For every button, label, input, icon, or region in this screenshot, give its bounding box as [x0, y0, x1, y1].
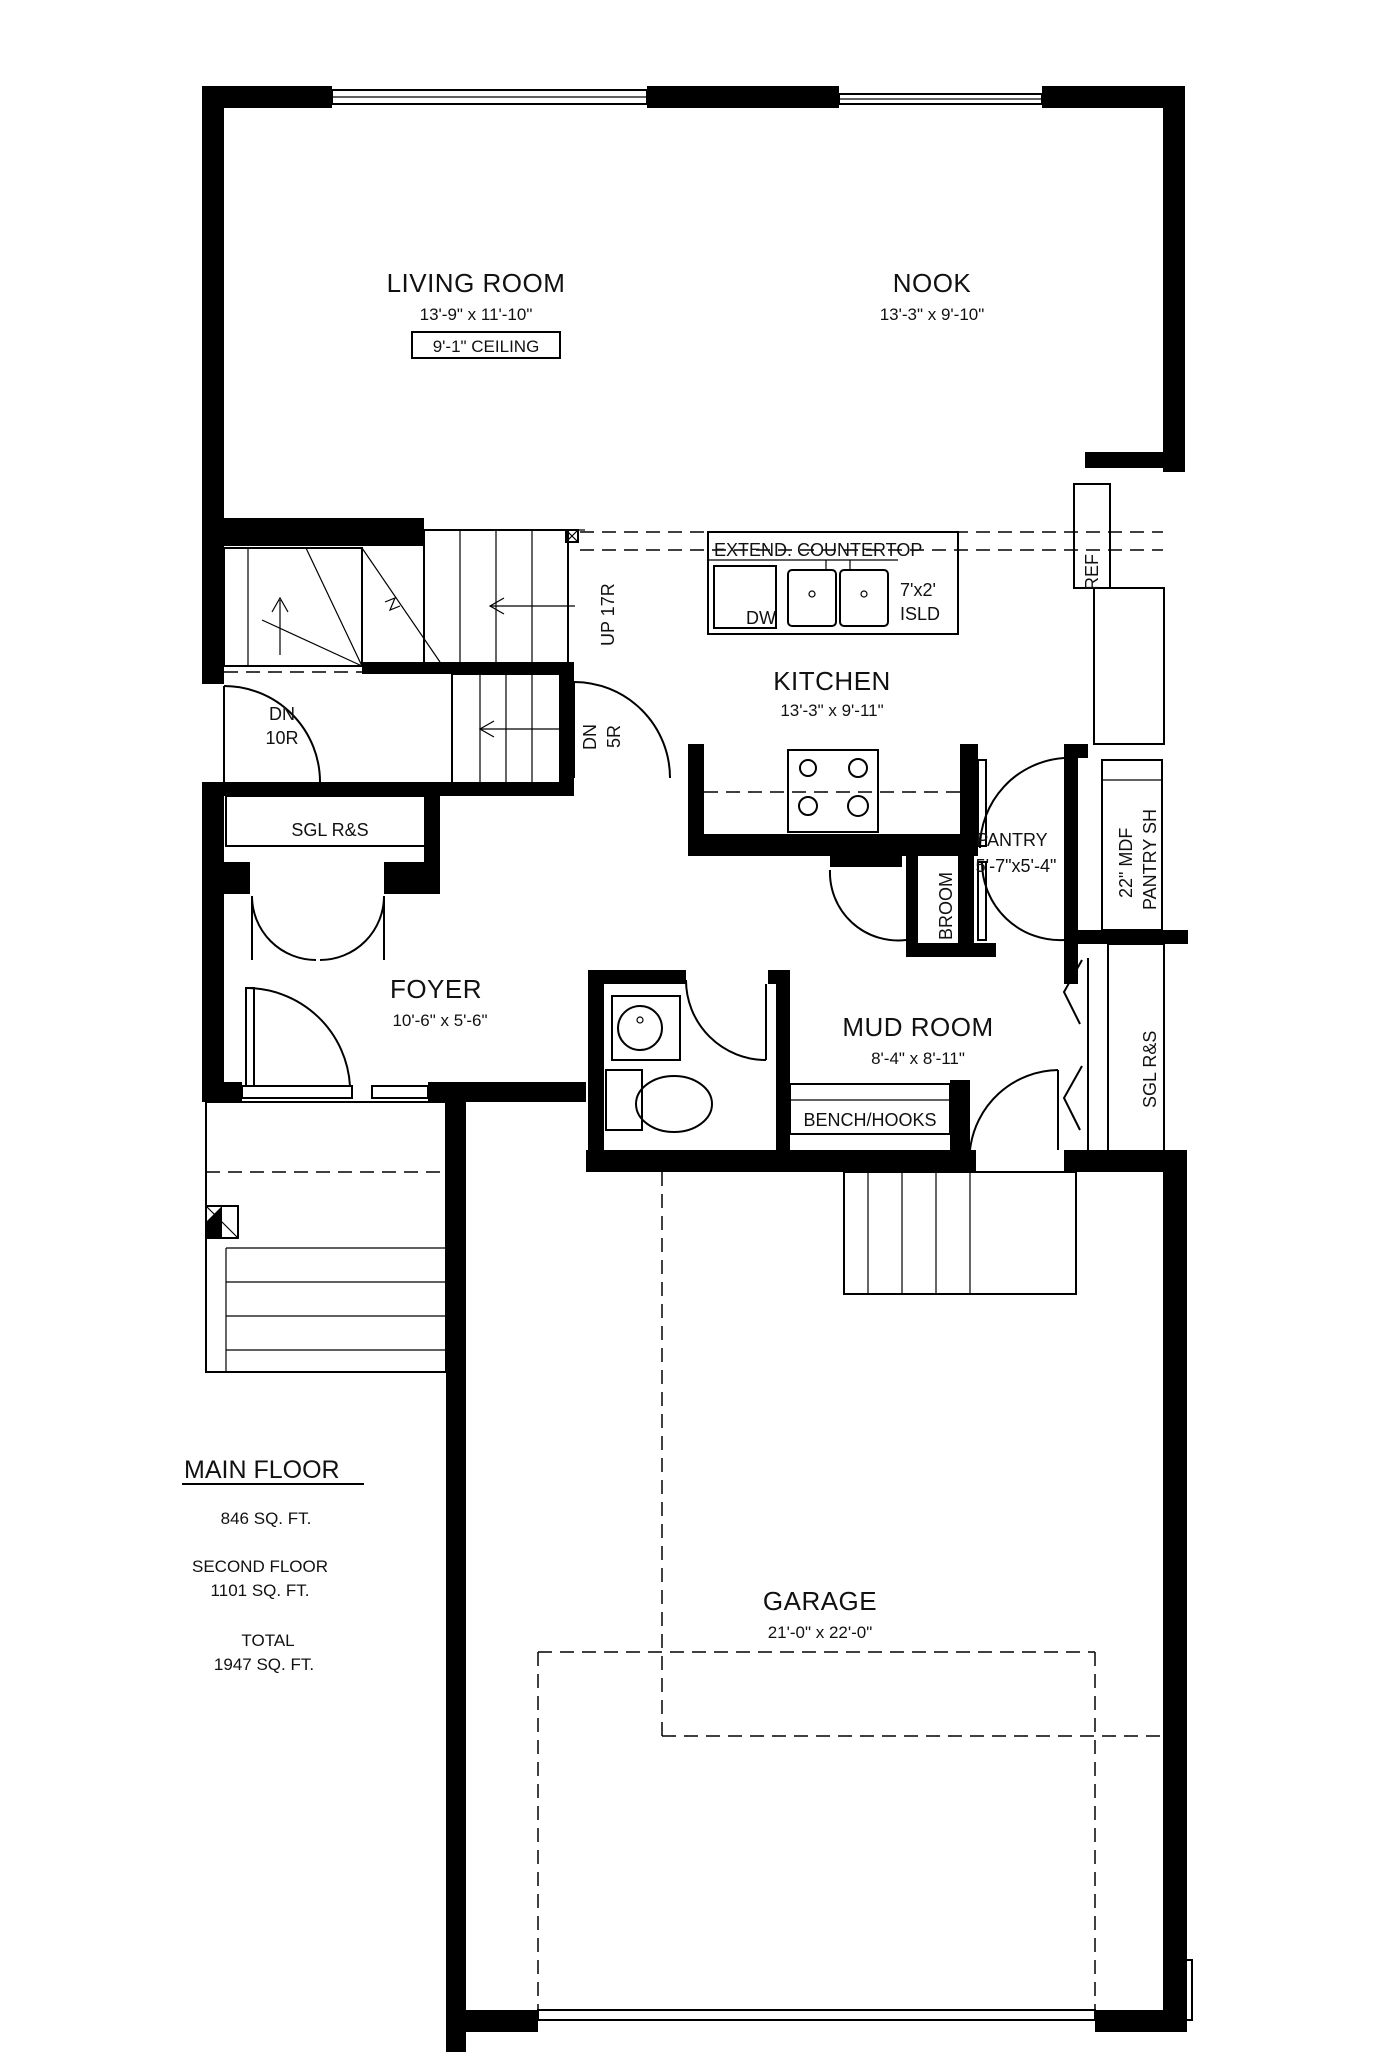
windows: [241, 89, 1043, 1099]
pantry-shelf-label-2: PANTRY SH: [1140, 809, 1160, 910]
mud-room-name: MUD ROOM: [842, 1012, 993, 1042]
foyer-size: 10'-6" x 5'-6": [392, 1011, 487, 1030]
pantry-size: 5'-7"x5'-4": [976, 856, 1057, 876]
stairs-down-2-label: DN: [580, 724, 600, 750]
interior-walls: [202, 518, 1188, 1172]
sgl-rs-foyer-label: SGL R&S: [291, 820, 368, 840]
broom-label: BROOM: [936, 872, 956, 940]
kitchen-size: 13'-3" x 9'-11": [780, 701, 883, 720]
total-area: 1947 SQ. FT.: [214, 1655, 314, 1674]
doors: [223, 681, 1193, 2021]
mud-room-size: 8'-4" x 8'-11": [871, 1049, 965, 1068]
garage-size: 21'-0" x 22'-0": [768, 1623, 873, 1642]
room-labels: LIVING ROOM 13'-9" x 11'-10" 9'-1" CEILI…: [387, 268, 1057, 1642]
second-floor-label: SECOND FLOOR: [192, 1557, 328, 1576]
fixture-labels: EXTEND. COUNTERTOP 7'x2' ISLD DW REF UP …: [265, 540, 1160, 1130]
second-floor-area: 1101 SQ. FT.: [211, 1581, 310, 1600]
stairs: [205, 529, 1077, 1373]
living-room-size: 13'-9" x 11'-10": [420, 305, 533, 324]
dishwasher-label: DW: [746, 608, 776, 628]
bench-hooks-label: BENCH/HOOKS: [803, 1110, 936, 1130]
nook-name: NOOK: [893, 268, 972, 298]
foyer-name: FOYER: [390, 974, 482, 1004]
summary-title: MAIN FLOOR: [184, 1456, 340, 1484]
living-room-name: LIVING ROOM: [387, 268, 566, 298]
garage-name: GARAGE: [763, 1586, 877, 1616]
kitchen-name: KITCHEN: [773, 666, 891, 696]
island-label: ISLD: [900, 604, 940, 624]
pantry-name: PANTRY: [976, 830, 1047, 850]
stairs-down-2-risers: 5R: [604, 725, 624, 748]
island-size-label: 7'x2': [900, 580, 936, 600]
stairs-down-1-label: DN: [269, 704, 295, 724]
stairs-down-1-risers: 10R: [265, 728, 298, 748]
dashed-guides: [224, 531, 1163, 2010]
living-room-ceiling: 9'-1" CEILING: [433, 337, 540, 356]
main-area: 846 SQ. FT.: [221, 1509, 312, 1528]
area-summary: MAIN FLOOR 846 SQ. FT. SECOND FLOOR 1101…: [182, 1456, 364, 1674]
ceiling-box: [411, 331, 561, 359]
refrigerator-label: REF: [1082, 554, 1102, 590]
pantry-shelf-label-1: 22" MDF: [1116, 828, 1136, 898]
total-label: TOTAL: [241, 1631, 294, 1650]
nook-size: 13'-3" x 9'-10": [880, 305, 985, 324]
fixtures: [225, 483, 1165, 1155]
sgl-rs-mud-label: SGL R&S: [1140, 1031, 1160, 1108]
extend-countertop-label: EXTEND. COUNTERTOP: [714, 540, 922, 560]
exterior-walls: [202, 86, 1187, 2052]
stairs-up-label: UP 17R: [598, 583, 618, 646]
